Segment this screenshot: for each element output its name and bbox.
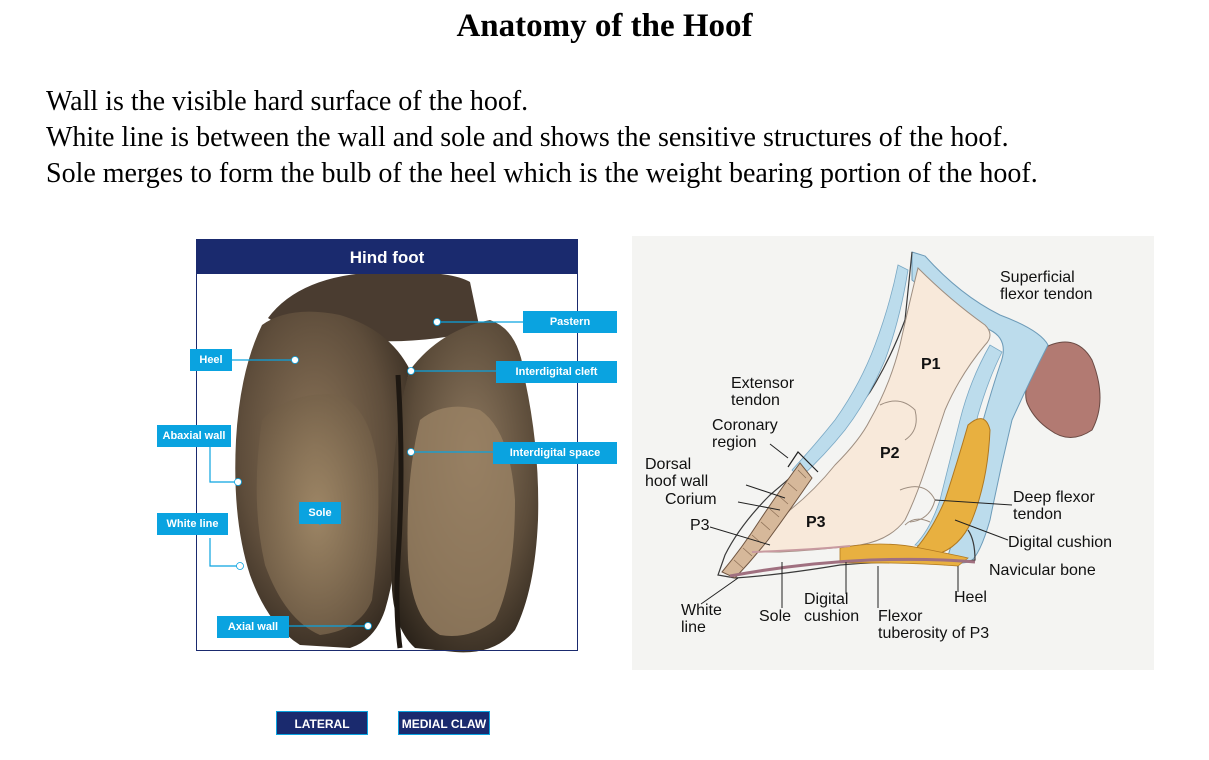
navicular-outline [904, 518, 931, 526]
label-p2: P2 [880, 445, 900, 462]
label-flexor-tub-2: tuberosity of P3 [878, 625, 990, 642]
label-p3-left: P3 [690, 517, 710, 534]
lateral-claw-badge: LATERAL CLAW [276, 711, 368, 755]
label-heel-section: Heel [954, 589, 987, 606]
label-heel: Heel [190, 349, 232, 371]
label-p3-bone: P3 [806, 514, 826, 531]
label-pastern: Pastern [523, 311, 617, 333]
label-abaxial-wall: Abaxial wall [157, 425, 231, 447]
superficial-flexor-band [911, 251, 1049, 566]
paragraph-wall: Wall is the visible hard surface of the … [46, 86, 529, 117]
p1-p2-joint [879, 400, 917, 441]
label-corium: Corium [665, 491, 717, 508]
label-dorsal-2: hoof wall [645, 473, 709, 490]
label-flexor-tub-1: Flexor [878, 608, 923, 625]
medial-claw-badge: MEDIAL CLAW [398, 711, 490, 735]
label-extensor-1: Extensor [731, 375, 795, 392]
label-digital-cushion-1: Digital [804, 591, 849, 608]
interdigital-cleft-shape [394, 374, 404, 649]
label-coronary-2: region [712, 434, 757, 451]
page-title: Anatomy of the Hoof [456, 8, 753, 44]
label-digital-cushion-2: cushion [804, 608, 860, 625]
label-interdigital-space: Interdigital space [493, 442, 617, 464]
label-coronary-1: Coronary [712, 417, 778, 434]
label-superficial-flexor-1: Superficial [1000, 269, 1075, 286]
label-axial-wall: Axial wall [217, 616, 289, 638]
digital-cushion-region [908, 418, 991, 556]
paragraph-sole: Sole merges to form the bulb of the heel… [46, 158, 1038, 189]
label-deep-flexor-2: tendon [1013, 506, 1062, 523]
label-dorsal-1: Dorsal [645, 456, 692, 473]
corium-layer [751, 545, 851, 553]
label-deep-flexor-1: Deep flexor [1013, 489, 1095, 506]
sole-layer [729, 557, 976, 578]
label-white-line: White line [157, 513, 228, 535]
hind-foot-header: Hind foot [196, 239, 578, 274]
label-interdigital-cleft: Interdigital cleft [496, 361, 617, 383]
coronary-bracket [787, 451, 819, 473]
label-p1: P1 [921, 356, 941, 373]
heel-bulb-skin [1025, 341, 1101, 438]
paragraph-white-line: White line is between the wall and sole … [46, 122, 1009, 153]
label-white-line-2: line [681, 619, 706, 636]
label-sole-section: Sole [759, 608, 792, 625]
extensor-tendon-strip [791, 264, 909, 479]
label-extensor-2: tendon [731, 392, 780, 409]
medial-sole-shape [407, 406, 515, 636]
label-white-line-1: White [681, 602, 722, 619]
label-digital-cushion-right: Digital cushion [1008, 534, 1113, 551]
label-navicular: Navicular bone [989, 562, 1096, 579]
label-sole: Sole [299, 502, 341, 524]
label-superficial-flexor-2: flexor tendon [1000, 286, 1093, 303]
